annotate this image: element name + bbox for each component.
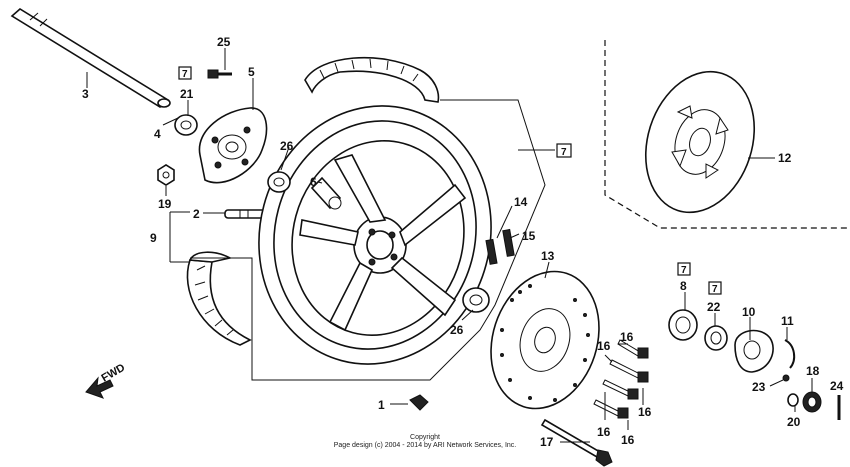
callout-20: 20 <box>787 415 801 429</box>
svg-text:Page design (c) 2004 - 2014 by: Page design (c) 2004 - 2014 by ARI Netwo… <box>334 442 517 449</box>
callout-5: 5 <box>248 65 255 79</box>
boxed-mark-22: 7 <box>708 281 722 295</box>
screw-23[interactable] <box>782 374 790 382</box>
front-axle[interactable] <box>10 8 171 108</box>
callout-16a: 16 <box>620 330 634 344</box>
circlip-11[interactable] <box>784 339 796 369</box>
cast-wheel[interactable] <box>230 80 519 391</box>
callout-21: 21 <box>180 87 194 101</box>
boxed-mark-21: 7 <box>178 66 192 80</box>
speedometer-gearbox[interactable] <box>198 107 268 184</box>
dust-seal-22[interactable] <box>704 325 728 351</box>
callout-16c: 16 <box>638 405 652 419</box>
brake-disc-12[interactable] <box>628 57 771 226</box>
distance-collar[interactable] <box>310 176 342 210</box>
side-collar-10[interactable] <box>734 329 774 373</box>
callout-3: 3 <box>82 87 89 101</box>
callout-11: 11 <box>781 314 794 328</box>
washer-20[interactable] <box>787 393 799 407</box>
brake-disc-13[interactable] <box>474 257 616 422</box>
boxed-mark-8: 7 <box>677 262 691 276</box>
boxed-mark-7: 7 <box>556 143 572 158</box>
callout-19: 19 <box>158 197 172 211</box>
callout-22: 22 <box>707 300 721 314</box>
callout-16d: 16 <box>597 425 611 439</box>
axle-collar[interactable] <box>174 114 198 136</box>
tire-lower-section[interactable] <box>186 251 252 346</box>
fwd-label: FWD <box>100 362 128 385</box>
dashed-enclosure-line <box>604 40 850 229</box>
callout-13: 13 <box>541 249 555 263</box>
callout-6: 6 <box>310 175 317 189</box>
callout-16b: 16 <box>597 339 611 353</box>
callout-15: 15 <box>522 229 536 243</box>
svg-text:Copyright: Copyright <box>410 434 440 441</box>
wheel-bearing-left[interactable] <box>267 171 291 193</box>
forward-arrow: FWD <box>85 362 128 399</box>
axle-nut[interactable] <box>157 164 175 186</box>
callout-labels: 3 4 21 25 5 19 2 9 26 6 7 14 15 13 26 12… <box>82 35 844 449</box>
bolt-1[interactable] <box>409 394 429 411</box>
callout-26b: 26 <box>450 323 464 337</box>
tire-valve[interactable] <box>224 209 266 219</box>
tire-upper-section[interactable] <box>304 56 440 103</box>
callout-16e: 16 <box>621 433 635 447</box>
balance-weights[interactable] <box>485 228 515 265</box>
svg-text:7: 7 <box>182 69 188 80</box>
bolt-17[interactable] <box>540 418 613 467</box>
callout-25: 25 <box>217 35 231 49</box>
wheel-assembly-outline <box>190 99 546 381</box>
callout-2: 2 <box>193 207 200 221</box>
svg-text:7: 7 <box>681 265 687 276</box>
callout-26a: 26 <box>280 139 294 153</box>
callout-23: 23 <box>752 380 766 394</box>
callout-8: 8 <box>680 279 687 293</box>
oil-seal-8[interactable] <box>668 309 698 341</box>
callout-10: 10 <box>742 305 756 319</box>
wheel-bearing-right[interactable] <box>462 287 490 313</box>
disc-bolts[interactable] <box>593 339 649 419</box>
bolt-25[interactable] <box>207 69 232 79</box>
callout-17: 17 <box>540 435 554 449</box>
callout-4: 4 <box>154 127 161 141</box>
leader-lines <box>86 48 813 443</box>
callout-18: 18 <box>806 364 820 378</box>
callout-1: 1 <box>378 398 385 412</box>
svg-text:7: 7 <box>561 147 567 158</box>
callout-9: 9 <box>150 231 157 245</box>
copyright-notice: Copyright Page design (c) 2004 - 2014 by… <box>334 434 517 449</box>
callout-14: 14 <box>514 195 528 209</box>
svg-text:7: 7 <box>712 284 718 295</box>
cap-nut-18[interactable] <box>802 391 822 413</box>
callout-24: 24 <box>830 379 844 393</box>
callout-12: 12 <box>778 151 792 165</box>
